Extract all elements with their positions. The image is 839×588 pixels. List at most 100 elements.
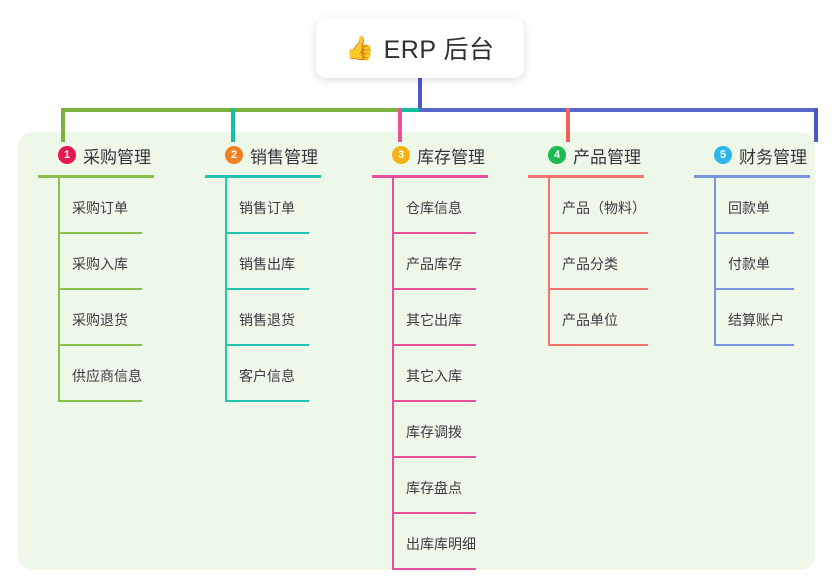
menu-item-label: 回款单 — [728, 200, 770, 216]
category-item-list: 销售订单销售出库销售退货客户信息 — [205, 178, 321, 402]
menu-item-underline — [548, 344, 648, 346]
menu-item[interactable]: 付款单 — [694, 234, 810, 290]
category-spine — [548, 178, 550, 346]
menu-item[interactable]: 出库库明细 — [372, 514, 488, 570]
menu-item[interactable]: 采购退货 — [38, 290, 154, 346]
menu-item[interactable]: 采购入库 — [38, 234, 154, 290]
menu-item[interactable]: 产品（物料） — [528, 178, 648, 234]
menu-item[interactable]: 仓库信息 — [372, 178, 488, 234]
menu-item-underline — [392, 344, 476, 346]
menu-item-underline — [714, 232, 794, 234]
category-number-badge: 2 — [225, 146, 243, 164]
root-title-card: 👍 ERP 后台 — [316, 18, 524, 78]
connector-drop-1 — [61, 108, 65, 142]
page-title: ERP 后台 — [383, 36, 495, 64]
menu-item[interactable]: 其它出库 — [372, 290, 488, 346]
menu-item[interactable]: 客户信息 — [205, 346, 321, 402]
menu-item-label: 其它出库 — [406, 312, 462, 328]
category-column-3[interactable]: 3 库存管理仓库信息产品库存其它出库其它入库库存调拨库存盘点出库库明细 — [372, 142, 488, 570]
menu-item-label: 产品分类 — [562, 256, 618, 272]
menu-item-underline — [392, 232, 476, 234]
menu-item-label: 产品（物料） — [562, 200, 646, 216]
connector-bus-blue — [419, 108, 818, 112]
menu-item-label: 供应商信息 — [72, 368, 142, 384]
menu-item-underline — [548, 232, 648, 234]
menu-item-underline — [225, 400, 309, 402]
menu-item[interactable]: 产品库存 — [372, 234, 488, 290]
category-spine — [714, 178, 716, 346]
connector-drop-4 — [566, 108, 570, 142]
menu-item[interactable]: 销售出库 — [205, 234, 321, 290]
category-column-5[interactable]: 5 财务管理回款单付款单结算账户 — [694, 142, 810, 346]
category-title: 财务管理 — [739, 147, 807, 167]
menu-item-label: 仓库信息 — [406, 200, 462, 216]
category-item-list: 产品（物料） 产品分类产品单位 — [528, 178, 648, 346]
category-number-badge: 5 — [714, 146, 732, 164]
category-title: 库存管理 — [417, 147, 485, 167]
menu-item-label: 出库库明细 — [406, 536, 476, 552]
category-header-2[interactable]: 2 销售管理 — [205, 142, 321, 168]
menu-item-underline — [714, 344, 794, 346]
menu-item-label: 采购入库 — [72, 256, 128, 272]
diagram-panel — [18, 132, 815, 570]
category-header-4[interactable]: 4 产品管理 — [528, 142, 644, 168]
category-underline — [205, 175, 321, 178]
category-underline — [694, 175, 810, 178]
category-underline — [372, 175, 488, 178]
menu-item[interactable]: 其它入库 — [372, 346, 488, 402]
menu-item-underline — [392, 568, 476, 570]
category-column-4[interactable]: 4 产品管理产品（物料） 产品分类产品单位 — [528, 142, 648, 346]
menu-item[interactable]: 销售订单 — [205, 178, 321, 234]
menu-item-label: 产品单位 — [562, 312, 618, 328]
connector-drop-3 — [398, 108, 402, 142]
menu-item[interactable]: 产品单位 — [528, 290, 648, 346]
menu-item[interactable]: 产品分类 — [528, 234, 648, 290]
category-column-2[interactable]: 2 销售管理销售订单销售出库销售退货客户信息 — [205, 142, 321, 402]
menu-item[interactable]: 供应商信息 — [38, 346, 154, 402]
category-title: 销售管理 — [250, 147, 318, 167]
category-header-3[interactable]: 3 库存管理 — [372, 142, 488, 168]
menu-item-underline — [714, 288, 794, 290]
menu-item-label: 库存调拨 — [406, 424, 462, 440]
category-item-list: 仓库信息产品库存其它出库其它入库库存调拨库存盘点出库库明细 — [372, 178, 488, 570]
menu-item-label: 采购退货 — [72, 312, 128, 328]
menu-item-label: 其它入库 — [406, 368, 462, 384]
menu-item-underline — [548, 288, 648, 290]
menu-item-label: 库存盘点 — [406, 480, 462, 496]
menu-item-underline — [225, 344, 309, 346]
menu-item-label: 付款单 — [728, 256, 770, 272]
category-number-badge: 4 — [548, 146, 566, 164]
menu-item[interactable]: 采购订单 — [38, 178, 154, 234]
category-number-badge: 1 — [58, 146, 76, 164]
menu-item-label: 采购订单 — [72, 200, 128, 216]
menu-item-underline — [225, 232, 309, 234]
category-item-list: 采购订单采购入库采购退货供应商信息 — [38, 178, 154, 402]
menu-item[interactable]: 库存盘点 — [372, 458, 488, 514]
connector-drop-5 — [814, 108, 818, 142]
menu-item[interactable]: 库存调拨 — [372, 402, 488, 458]
menu-item[interactable]: 销售退货 — [205, 290, 321, 346]
menu-item-underline — [58, 232, 142, 234]
thumbs-up-icon: 👍 — [345, 34, 375, 61]
category-header-5[interactable]: 5 财务管理 — [694, 142, 810, 168]
menu-item-label: 销售订单 — [239, 200, 295, 216]
category-item-list: 回款单付款单结算账户 — [694, 178, 810, 346]
connector-bus-green — [61, 108, 400, 112]
menu-item-underline — [392, 400, 476, 402]
category-underline — [528, 175, 644, 178]
menu-item-label: 销售退货 — [239, 312, 295, 328]
menu-item[interactable]: 结算账户 — [694, 290, 810, 346]
category-number-badge: 3 — [392, 146, 410, 164]
menu-item-underline — [58, 288, 142, 290]
category-spine — [225, 178, 227, 402]
menu-item-underline — [392, 456, 476, 458]
menu-item-label: 产品库存 — [406, 256, 462, 272]
menu-item[interactable]: 回款单 — [694, 178, 810, 234]
menu-item-underline — [225, 288, 309, 290]
menu-item-label: 客户信息 — [239, 368, 295, 384]
category-underline — [38, 175, 154, 178]
category-title: 产品管理 — [573, 147, 641, 167]
category-spine — [392, 178, 394, 570]
